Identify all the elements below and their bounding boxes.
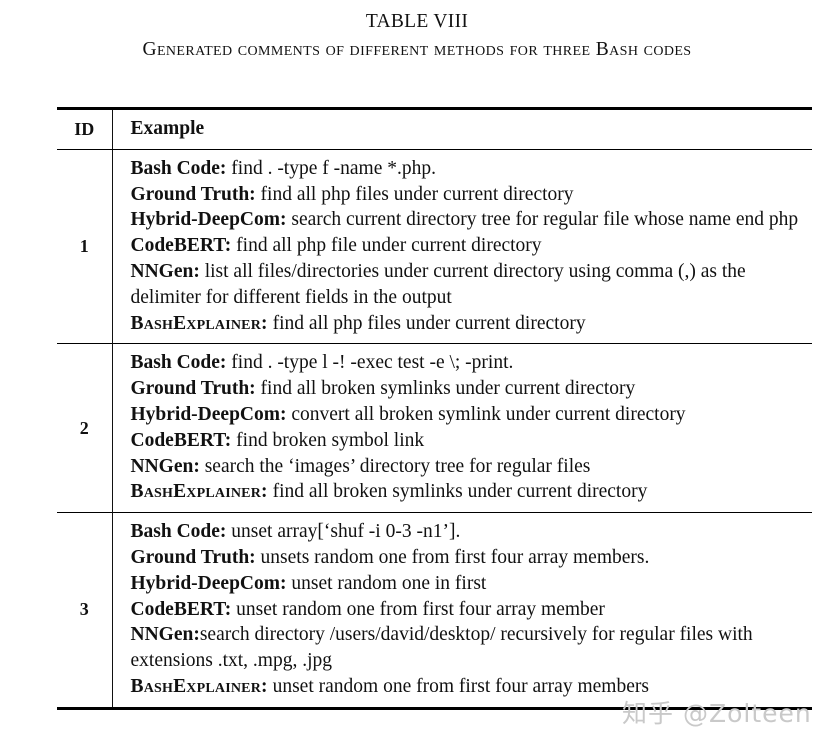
example-entry: CodeBERT: find all php file under curren… bbox=[131, 233, 813, 259]
example-entry: Bash Code: find . -type f -name *.php. bbox=[131, 156, 813, 182]
entry-text: search the ‘images’ directory tree for r… bbox=[199, 455, 591, 477]
entry-label: CodeBERT: bbox=[130, 429, 232, 451]
header-example-label: Example bbox=[130, 118, 205, 139]
entry-text: find broken symbol link bbox=[231, 429, 425, 451]
entry-text: find . -type l -! -exec test -e \; -prin… bbox=[226, 352, 514, 374]
entry-text: unset random one from first four array m… bbox=[231, 598, 605, 620]
table-caption: TABLE VIII Generated comments of differe… bbox=[0, 0, 834, 64]
entry-text: search directory /users/david/desktop/ r… bbox=[130, 624, 753, 672]
entry-label: Bash Code: bbox=[130, 352, 227, 374]
entry-label: BashExplainer: bbox=[130, 481, 268, 503]
example-entry: Hybrid-DeepCom: convert all broken symli… bbox=[131, 402, 813, 428]
table-row: 2 Bash Code: find . -type l -! -exec test… bbox=[57, 344, 813, 513]
entry-text: find all broken symlinks under current d… bbox=[267, 481, 648, 503]
example-entry: NNGen: search the ‘images’ directory tre… bbox=[131, 454, 813, 480]
entry-text: unset array[‘shuf -i 0-3 -n1’]. bbox=[226, 521, 461, 543]
entry-label: NNGen: bbox=[130, 455, 200, 477]
entry-label: Hybrid-DeepCom: bbox=[130, 403, 287, 425]
table-top-rule bbox=[57, 107, 812, 110]
entry-text: unset random one in first bbox=[286, 572, 487, 594]
entry-label: Bash Code: bbox=[130, 521, 227, 543]
entry-text: convert all broken symlink under current… bbox=[286, 403, 686, 425]
table-row: 3 Bash Code: unset array[‘shuf -i 0-3 -n1… bbox=[57, 513, 812, 707]
row-example-cell: Bash Code: find . -type l -! -exec test … bbox=[111, 344, 813, 513]
example-entry: Bash Code: unset array[‘shuf -i 0-3 -n1’… bbox=[131, 519, 813, 545]
row-id-cell: 3 bbox=[79, 599, 89, 620]
entry-label: BashExplainer: bbox=[130, 675, 268, 697]
entry-label: Ground Truth: bbox=[130, 378, 256, 400]
example-entry: Bash Code: find . -type l -! -exec test … bbox=[131, 350, 813, 376]
entry-label: CodeBERT: bbox=[130, 598, 232, 620]
entry-label: Ground Truth: bbox=[130, 546, 256, 568]
example-entry: Ground Truth: find all broken symlinks u… bbox=[131, 376, 813, 402]
row-id-cell: 1 bbox=[79, 236, 89, 257]
example-entry: NNGen: list all files/directories under … bbox=[131, 259, 813, 311]
example-entry: Hybrid-DeepCom: unset random one in firs… bbox=[131, 571, 813, 597]
example-entry: Hybrid-DeepCom: search current directory… bbox=[131, 207, 813, 233]
row-id-cell: 2 bbox=[79, 417, 89, 438]
table-body: ID Example bbox=[57, 110, 812, 149]
entry-label: BashExplainer: bbox=[130, 312, 268, 334]
comments-table: ID Example bbox=[57, 110, 812, 149]
row-example-cell: Bash Code: find . -type f -name *.php.Gr… bbox=[111, 149, 813, 344]
example-entry: BashExplainer: find all broken symlinks … bbox=[131, 479, 813, 505]
example-entry: Ground Truth: find all php files under c… bbox=[131, 182, 813, 208]
entry-text: find all broken symlinks under current d… bbox=[255, 378, 636, 400]
entry-label: CodeBERT: bbox=[130, 235, 232, 257]
entry-text: find all php files under current directo… bbox=[267, 312, 586, 334]
example-entry: Ground Truth: unsets random one from fir… bbox=[131, 545, 813, 571]
table-number: TABLE VIII bbox=[365, 11, 469, 32]
example-entry: BashExplainer: unset random one from fir… bbox=[131, 674, 813, 700]
entry-label: Hybrid-DeepCom: bbox=[130, 209, 287, 231]
header-cell-example: Example bbox=[111, 110, 812, 149]
entry-label: Ground Truth: bbox=[130, 183, 256, 205]
entry-label: NNGen: bbox=[130, 260, 200, 282]
table-header-row: ID Example bbox=[57, 110, 812, 149]
entry-text: search current directory tree for regula… bbox=[286, 209, 799, 231]
example-entry: BashExplainer: find all php files under … bbox=[131, 311, 813, 337]
row-example-cell: Bash Code: unset array[‘shuf -i 0-3 -n1’… bbox=[111, 513, 813, 707]
header-cell-id: ID bbox=[74, 118, 95, 139]
example-entry: CodeBERT: unset random one from first fo… bbox=[131, 597, 813, 623]
entry-text: list all files/directories under current… bbox=[130, 260, 746, 308]
table-title: Generated comments of different methods … bbox=[142, 39, 692, 60]
example-entry: NNGen:search directory /users/david/desk… bbox=[131, 622, 813, 674]
row-separator bbox=[57, 512, 812, 514]
entry-label: Bash Code: bbox=[130, 157, 227, 179]
entry-text: find all php file under current director… bbox=[231, 235, 542, 257]
entry-text: unsets random one from first four array … bbox=[255, 546, 650, 568]
entry-text: find . -type f -name *.php. bbox=[226, 157, 436, 179]
entry-text: find all php files under current directo… bbox=[255, 183, 574, 205]
entry-text: unset random one from first four array m… bbox=[267, 675, 649, 697]
row-separator bbox=[57, 343, 812, 345]
entry-label: Hybrid-DeepCom: bbox=[130, 572, 287, 594]
entry-label: NNGen: bbox=[130, 624, 200, 646]
header-bottom-rule bbox=[57, 148, 812, 150]
table-bottom-rule bbox=[57, 706, 812, 710]
example-entry: CodeBERT: find broken symbol link bbox=[131, 428, 813, 454]
